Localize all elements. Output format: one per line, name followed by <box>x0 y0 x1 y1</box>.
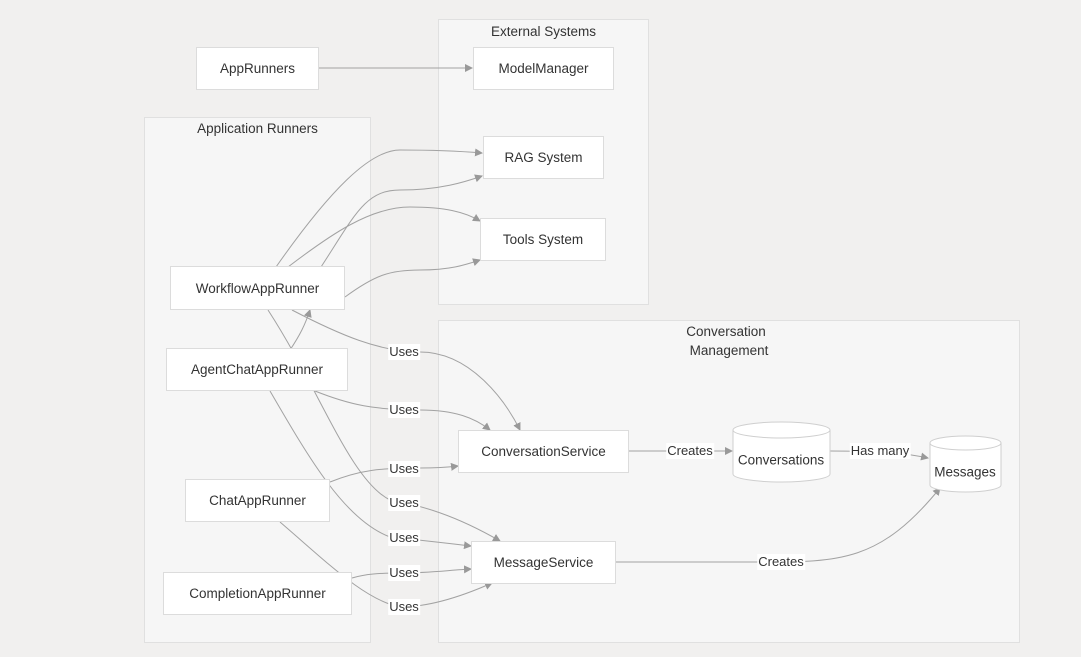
edge-label-uses: Uses <box>388 495 420 511</box>
edge-label-uses: Uses <box>388 402 420 418</box>
message-service-node[interactable]: MessageService <box>471 541 616 584</box>
group-title: Application Runners <box>197 121 318 136</box>
edge-label-creates: Creates <box>666 443 714 459</box>
group-title-line-1: Conversation <box>686 324 766 339</box>
completion-app-runner-node[interactable]: CompletionAppRunner <box>163 572 352 615</box>
edge-workflow-rag <box>275 148 483 268</box>
modelmanager-node[interactable]: ModelManager <box>473 47 614 90</box>
workflow-app-runner-node[interactable]: WorkflowAppRunner <box>170 266 345 310</box>
messages-db-label: Messages <box>934 464 996 480</box>
group-title-line-2: Management <box>689 343 769 358</box>
edge-label-uses: Uses <box>388 461 420 477</box>
conversation-management-group: Conversation Management <box>438 320 1020 643</box>
edge-label-uses: Uses <box>388 344 420 360</box>
edge-label-has-many: Has many <box>849 443 911 459</box>
group-title: External Systems <box>490 24 597 39</box>
edge-label-uses: Uses <box>388 530 420 546</box>
approunners-node[interactable]: AppRunners <box>196 47 319 90</box>
edge-label-uses: Uses <box>388 599 420 615</box>
edge-agent-rag <box>320 174 483 268</box>
edge-workflow-agent-cross-1 <box>289 309 312 351</box>
agent-chat-app-runner-node[interactable]: AgentChatAppRunner <box>166 348 348 391</box>
edge-label-creates: Creates <box>757 554 805 570</box>
edge-msgservice-messages <box>615 487 941 563</box>
edge-label-uses: Uses <box>388 565 420 581</box>
edge-workflow-convservice <box>291 309 521 431</box>
conversations-db-shape <box>732 421 831 483</box>
chat-app-runner-node[interactable]: ChatAppRunner <box>185 479 330 522</box>
tools-system-node[interactable]: Tools System <box>480 218 606 261</box>
edge-workflow-tools <box>287 206 481 268</box>
edge-agent-convservice <box>314 390 491 431</box>
edge-agent-tools <box>344 258 481 298</box>
edge-chat-convservice <box>329 462 459 483</box>
conversation-service-node[interactable]: ConversationService <box>458 430 629 473</box>
conversations-db-label: Conversations <box>737 452 825 468</box>
messages-db-shape <box>929 435 1002 493</box>
rag-system-node[interactable]: RAG System <box>483 136 604 179</box>
edge-agent-msgservice <box>269 390 472 550</box>
